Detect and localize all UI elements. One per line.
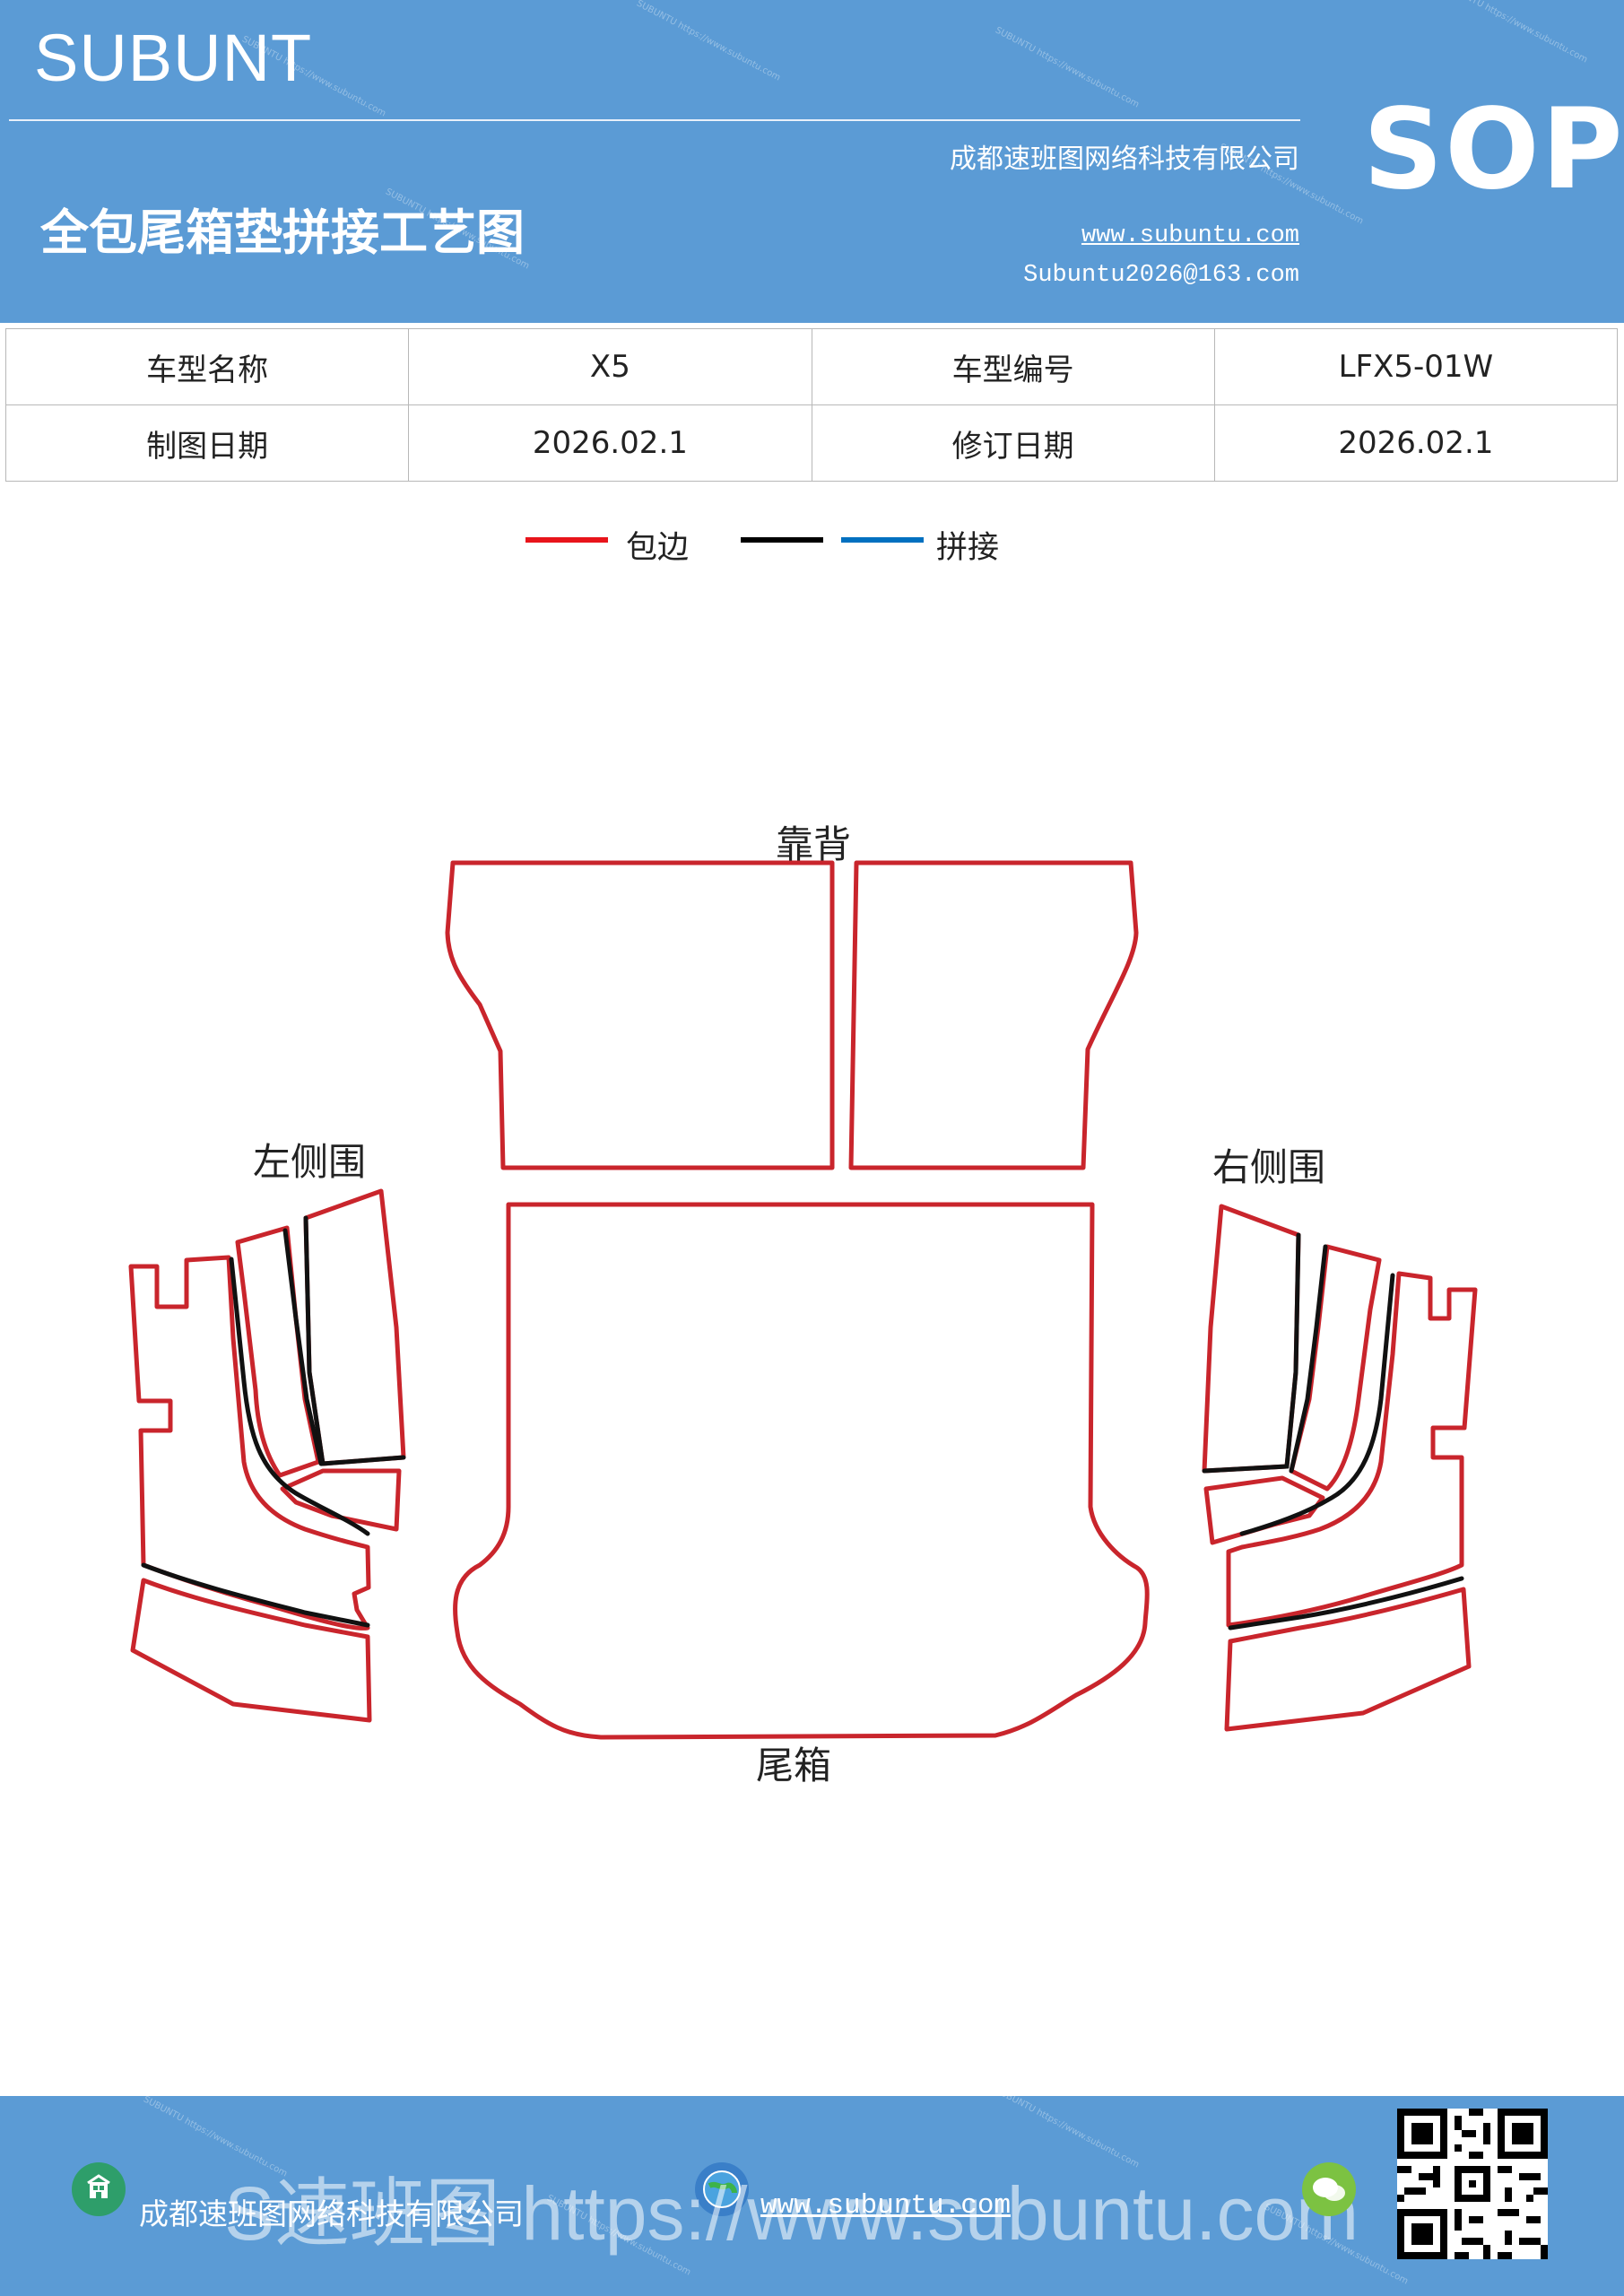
legend: 包边 拼接 (0, 522, 1624, 576)
table-cell-value: 2026.02.1 (408, 404, 812, 482)
right-seam-line (1239, 1273, 1395, 1536)
right-seam-line (1228, 1576, 1464, 1631)
left-side-strip-b (303, 1188, 406, 1466)
left-seam-line (229, 1257, 370, 1536)
wechat-icon (1302, 2162, 1356, 2216)
left-seam-line (141, 1562, 370, 1628)
right-side-label: 右侧围 (1212, 1145, 1326, 1189)
website-link[interactable]: www.subuntu.com (1081, 222, 1299, 249)
legend-label-seam: 拼接 (936, 530, 1000, 566)
header-banner: SUBUNTU https://www.subuntu.com SUBUNTU … (0, 0, 1624, 323)
company-name: 成都速班图网络科技有限公司 (950, 144, 1299, 175)
legend-label-edge: 包边 (626, 530, 690, 566)
backrest-left-panel (445, 860, 835, 1170)
brand-name: SUBUNT (34, 21, 313, 95)
legend-swatch-edge (525, 537, 608, 543)
footer-banner: SUBUNTU https://www.subuntu.com SUBUNTU … (0, 2096, 1624, 2296)
table-cell-value: X5 (408, 328, 812, 405)
table-cell-label: 修订日期 (811, 404, 1215, 482)
right-seam-line (1202, 1232, 1301, 1474)
trunk-label: 尾箱 (756, 1744, 832, 1787)
footer-website-link[interactable]: www.subuntu.com (760, 2190, 1012, 2222)
backrest-label: 靠背 (776, 822, 852, 866)
table-row: 制图日期 2026.02.1 修订日期 2026.02.1 (4, 404, 1619, 482)
left-seam-line (282, 1228, 324, 1466)
right-side-strip-a (1289, 1244, 1382, 1492)
right-side-bottom-panel (1224, 1587, 1472, 1732)
legend-swatch-seam (841, 537, 924, 543)
table-cell-value: 2026.02.1 (1213, 404, 1619, 482)
sop-mark: SOP (1363, 85, 1624, 214)
left-seam-line (303, 1215, 406, 1466)
left-side-bottom-panel (130, 1578, 372, 1723)
right-side-wedge (1203, 1475, 1325, 1545)
footer-overlay-text: S速班图 https://www.subuntu.com (224, 2171, 1359, 2256)
footer-company-name: 成都速班图网络科技有限公司 (139, 2196, 524, 2231)
company-icon (72, 2162, 126, 2216)
table-cell-value: LFX5-01W (1213, 328, 1619, 405)
qr-code (1397, 2109, 1548, 2259)
table-cell-label: 制图日期 (4, 404, 410, 482)
email-address: Subuntu2026@163.com (1023, 262, 1299, 289)
right-seam-line (1289, 1244, 1328, 1474)
globe-icon (695, 2162, 749, 2216)
left-side-wedge (280, 1468, 402, 1532)
left-side-label: 左侧围 (253, 1140, 367, 1184)
right-side-strip-b (1202, 1204, 1301, 1474)
table-cell-label: 车型编号 (811, 328, 1215, 405)
backrest-right-panel (848, 860, 1139, 1170)
header-divider (9, 119, 1300, 121)
document-title: 全包尾箱垫拼接工艺图 (40, 204, 525, 261)
table-cell-label: 车型名称 (4, 328, 410, 405)
vehicle-info-table: 车型名称 X5 车型编号 LFX5-01W 制图日期 2026.02.1 修订日… (4, 328, 1619, 482)
legend-swatch-black (741, 537, 823, 543)
table-row: 车型名称 X5 车型编号 LFX5-01W (4, 328, 1619, 405)
right-side-outer-panel (1226, 1271, 1478, 1628)
trunk-panel (453, 1202, 1150, 1740)
